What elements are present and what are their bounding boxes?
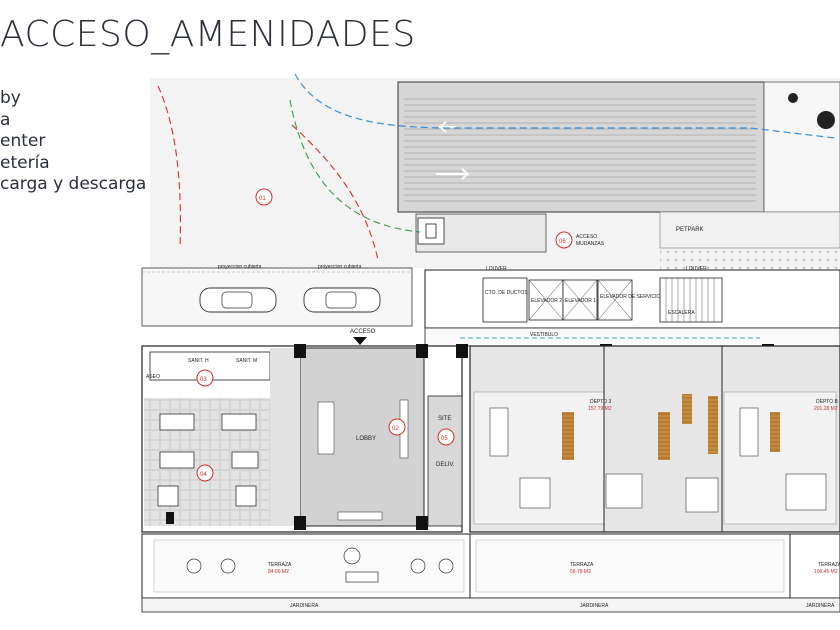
svg-text:01: 01 [259, 196, 266, 202]
legend-list: by a enter etería carga y descarga [0, 88, 146, 196]
legend-item: carga y descarga [0, 174, 147, 194]
planter-label: JARDINERA [290, 603, 319, 609]
terrace-1-label: TERRAZA [268, 562, 292, 568]
legend-item: a [0, 109, 11, 130]
lobby-label: LOBBY [356, 436, 376, 442]
elevator-2-label: ELEVADOR 2 [531, 298, 562, 304]
elevator-1-label: ELEVADOR 1 [565, 298, 596, 304]
car-icon [303, 287, 381, 313]
marker-05: 05 [437, 428, 455, 446]
legend-item: etería [0, 152, 50, 173]
roof-projection-label: proyeccion cubierta [318, 264, 362, 270]
roof-projection-label: proyeccion cubierta [218, 264, 262, 270]
marker-01: 01 [255, 188, 273, 206]
terrace-2-label: TERRAZA [570, 562, 594, 568]
svg-text:03: 03 [200, 377, 207, 383]
apartment-a-area: 157.79 M2 [588, 406, 612, 412]
apartment-b-label: DEPTO B [816, 399, 839, 405]
elevator-2 [528, 279, 564, 321]
marker-02: 02 [388, 418, 406, 436]
restroom-women-label: SANIT. M [236, 358, 257, 364]
stairs-label: ESCALERA [668, 310, 695, 316]
louver-label: LOUVER [486, 266, 507, 272]
entry-label: ACCESO [350, 329, 376, 335]
apartment-b-area: 201.28 M2 [814, 406, 838, 412]
svg-text:05: 05 [441, 436, 448, 442]
louver-label: LOUVER [686, 266, 707, 272]
svg-text:02: 02 [392, 426, 399, 432]
terrace-furniture [186, 547, 454, 583]
route-red-right [291, 124, 379, 261]
service-elevator-label: ELEVADOR DE SERVICIO [600, 294, 660, 300]
shaft-label: CTO. DE DUCTOS [485, 290, 528, 296]
apartment-a-label: DEPTO 3 [590, 399, 612, 405]
moving-access-label-2: MUDANZAS [576, 241, 605, 247]
legend-item: by [0, 88, 21, 108]
route-green [289, 99, 421, 233]
terrace-1-area: 84.66 M2 [268, 569, 289, 575]
entry-arrow-icon [353, 337, 367, 345]
elevator-1 [562, 279, 598, 321]
route-blue [294, 73, 836, 139]
vestibule-label: VESTIBULO [530, 332, 558, 338]
delivery-label: DELIV. [436, 462, 455, 468]
route-red-left [157, 85, 182, 249]
restroom-men-label: SANIT. H [188, 358, 209, 364]
delivery-room [427, 395, 463, 527]
marker-04: 04 [196, 464, 214, 482]
petpark-label: PETPARK [676, 227, 704, 233]
terrace-3-label: TERRAZA [818, 562, 840, 568]
car-icon [199, 287, 277, 313]
service-elevator [597, 279, 633, 321]
marker-06: 06 [555, 231, 573, 249]
janitor-label: ASEO [146, 374, 160, 380]
marker-03: 03 [196, 369, 214, 387]
site-label: SITE [438, 416, 451, 422]
legend-item: enter [0, 131, 46, 151]
planter-label: JARDINERA [806, 603, 835, 609]
svg-text:06: 06 [559, 239, 566, 245]
meeting-table [157, 413, 259, 507]
page-title: ACCESO_AMENIDADES [0, 14, 416, 55]
svg-text:04: 04 [200, 472, 207, 478]
stairs [659, 277, 723, 323]
planter-label: JARDINERA [580, 603, 609, 609]
moving-access-label: ACCESO [576, 234, 597, 240]
terrace-3-area: 106.46 M2 [814, 569, 838, 575]
terrace-2-area: 56.78 M2 [570, 569, 591, 575]
